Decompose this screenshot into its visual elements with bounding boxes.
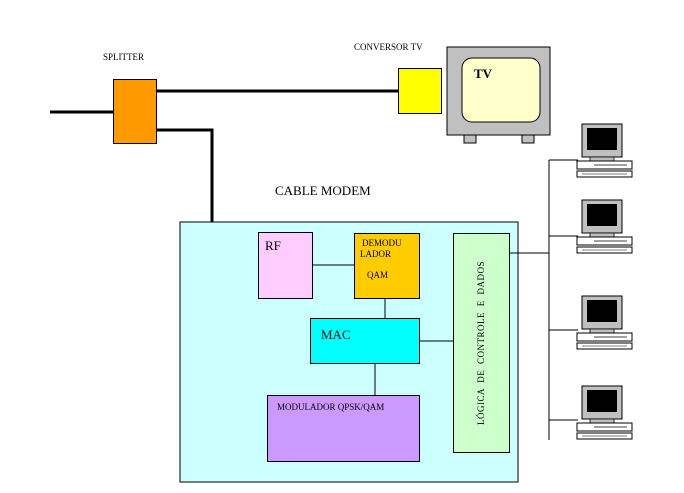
rf-block: RF [258, 232, 313, 299]
demodulador-label-line1: DEMODU [362, 238, 402, 248]
demodulador-label-line2: LADOR [360, 249, 391, 259]
demodulador-label-line3: QAM [367, 270, 389, 280]
tv-label: TV [474, 66, 493, 81]
tv-set [446, 46, 551, 144]
demodulador-block: DEMODU LADOR QAM [354, 233, 420, 299]
splitter-block [113, 79, 157, 144]
conversor-tv-block [398, 68, 442, 114]
computer-icon [576, 385, 633, 440]
mac-label: MAC [321, 327, 351, 342]
computer-icon [576, 295, 633, 350]
logica-label: LÓGICA DE CONTROLE E DADOS [476, 261, 486, 425]
logica-block: LÓGICA DE CONTROLE E DADOS [453, 233, 510, 453]
cable-modem-title: CABLE MODEM [275, 183, 371, 198]
rf-label: RF [265, 238, 281, 253]
splitter-label: SPLITTER [103, 52, 145, 62]
computer-icon [576, 123, 633, 178]
conversor-tv-label: CONVERSOR TV [354, 42, 423, 52]
mac-block: MAC [310, 318, 420, 364]
modulador-block: MODULADOR QPSK/QAM [267, 395, 420, 462]
modulador-label: MODULADOR QPSK/QAM [277, 402, 385, 412]
computer-icon [576, 199, 633, 254]
